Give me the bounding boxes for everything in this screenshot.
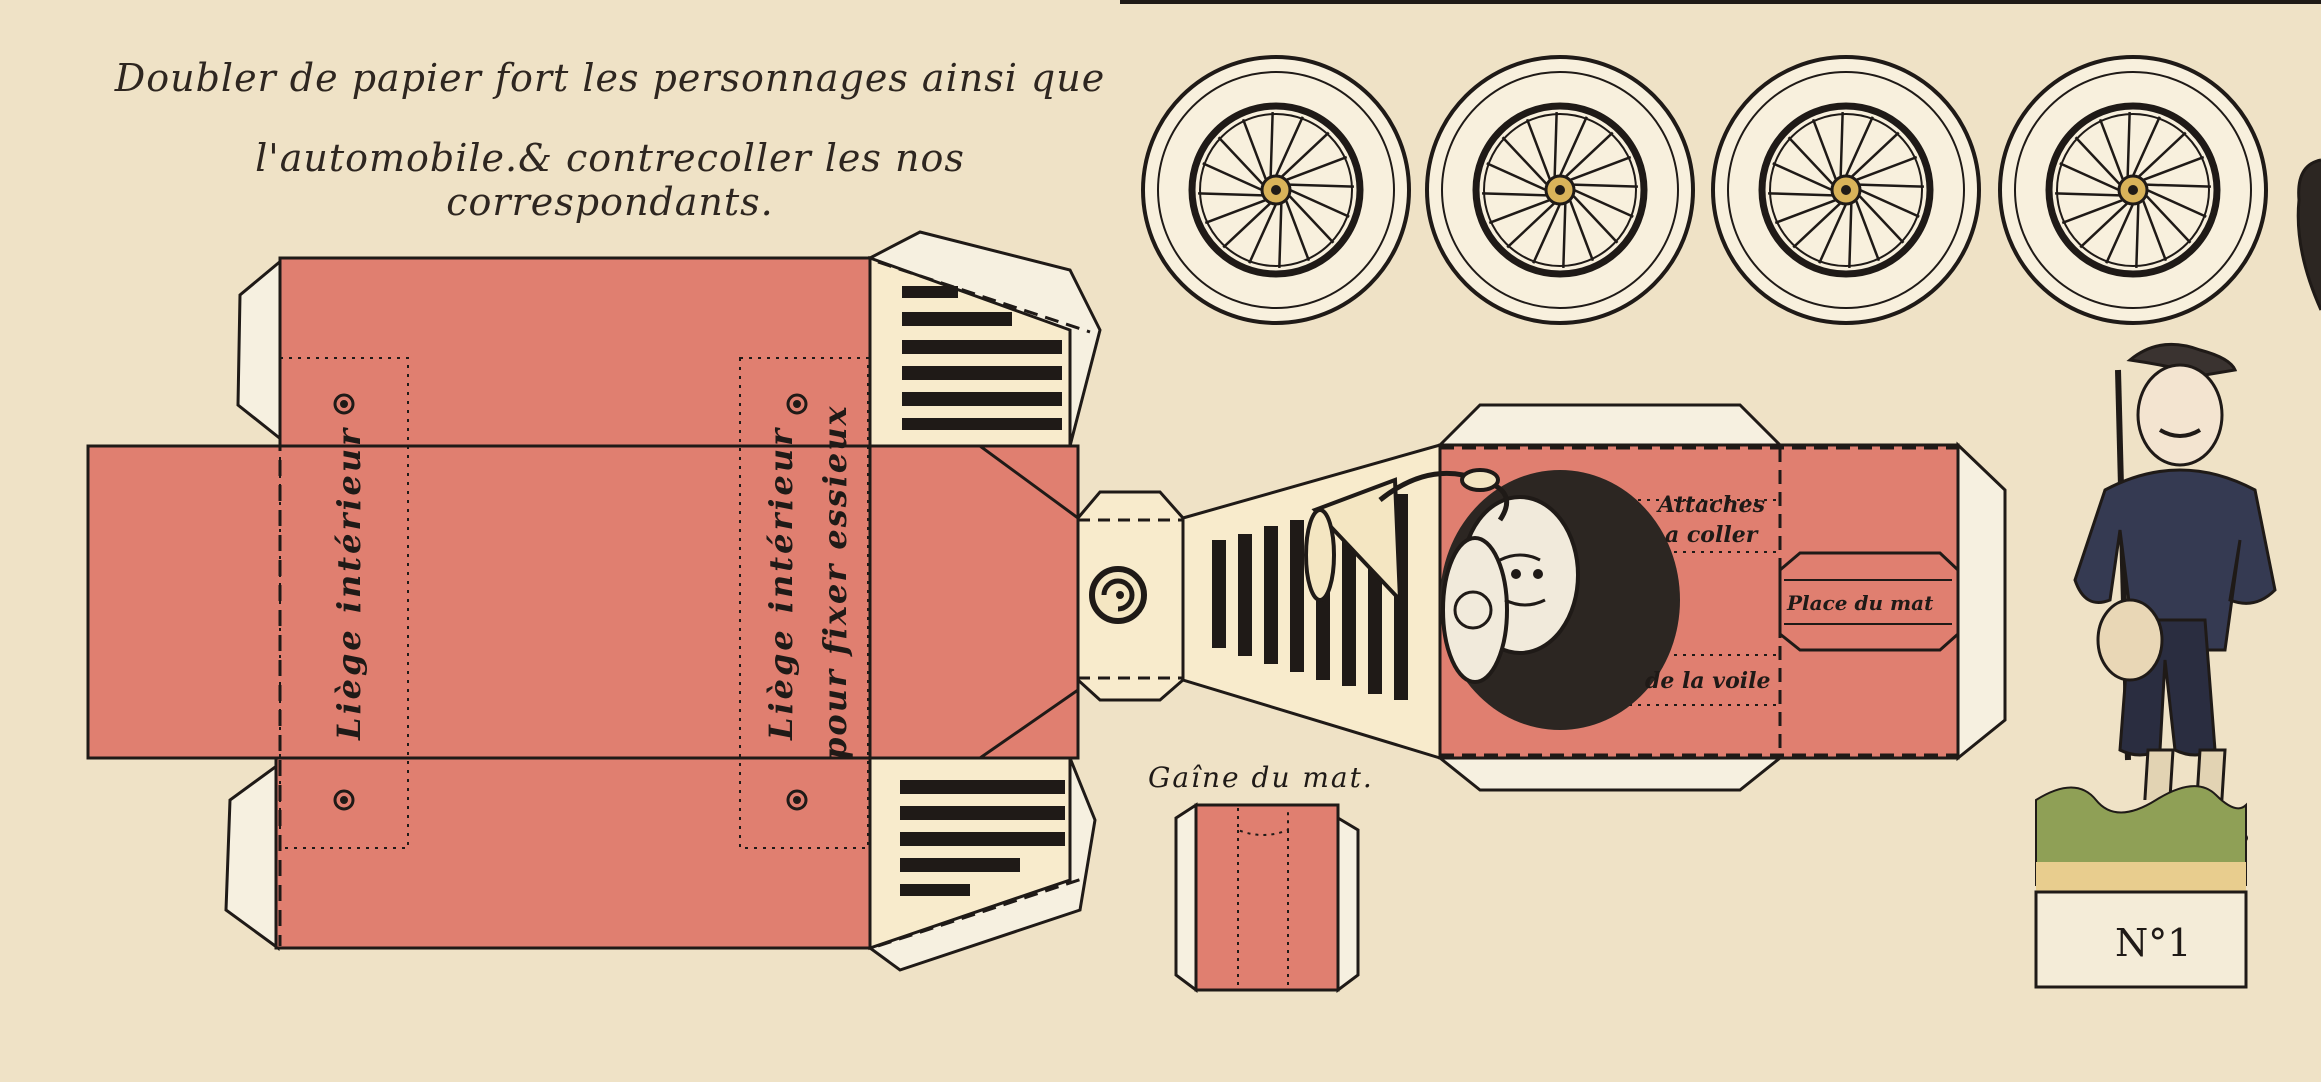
mast-slot — [1778, 551, 1960, 652]
horn-icon — [1304, 468, 1510, 606]
seat-top-fold — [877, 260, 1091, 334]
attaches-label-1: Attaches — [1656, 492, 1765, 518]
gaine-du-mat-label: Gaîne du mat. — [1148, 761, 1374, 794]
figure-number-label: N°1 — [2115, 921, 2191, 965]
seat-bottom-stripes — [900, 780, 1065, 896]
liege-right-label-2: pour fixer essieux — [816, 404, 854, 760]
wheel-3 — [1713, 57, 1979, 323]
body-tab-bottom-left — [224, 762, 280, 951]
rear-folds — [1440, 446, 1960, 757]
partial-figure-edge — [2296, 158, 2321, 311]
body-tab-top-left — [236, 256, 284, 444]
crank-emblem — [1089, 566, 1147, 624]
soldier-stand — [2034, 785, 2248, 989]
instruction-line-2: l'automobile.& contrecoller les nos corr… — [255, 136, 965, 224]
liege-right-label-1: Liège intérieur — [762, 426, 800, 741]
body-panel-top — [278, 256, 872, 448]
seat-bottom-fold — [877, 876, 1086, 948]
mast-sleeve — [1174, 802, 1360, 993]
body-panel-bottom — [274, 756, 872, 950]
liege-boxes — [279, 357, 869, 849]
front-connector-folds — [1078, 518, 1183, 680]
attaches-label-2: a coller — [1665, 522, 1759, 548]
rear-flap-bottom — [1435, 756, 1785, 792]
rear-end-tab — [1956, 441, 2007, 762]
liege-left-label: Liège intérieur — [330, 426, 368, 741]
rear-flap-top — [1436, 403, 1784, 447]
wheel-2 — [1427, 57, 1693, 323]
seat-top-stripes — [902, 286, 1062, 430]
wheel-4 — [2000, 57, 2266, 323]
soldier-figure — [2073, 342, 2277, 848]
instruction-line-1: Doubler de papier fort les personnages a… — [114, 56, 1106, 100]
wheel-1 — [1143, 57, 1409, 323]
de-la-voile-label: de la voile — [1645, 668, 1770, 694]
rivets — [333, 393, 808, 811]
driver-illustration — [1440, 470, 1680, 730]
seat-bottom — [868, 756, 1072, 951]
place-du-mat-label: Place du mat — [1786, 591, 1934, 615]
